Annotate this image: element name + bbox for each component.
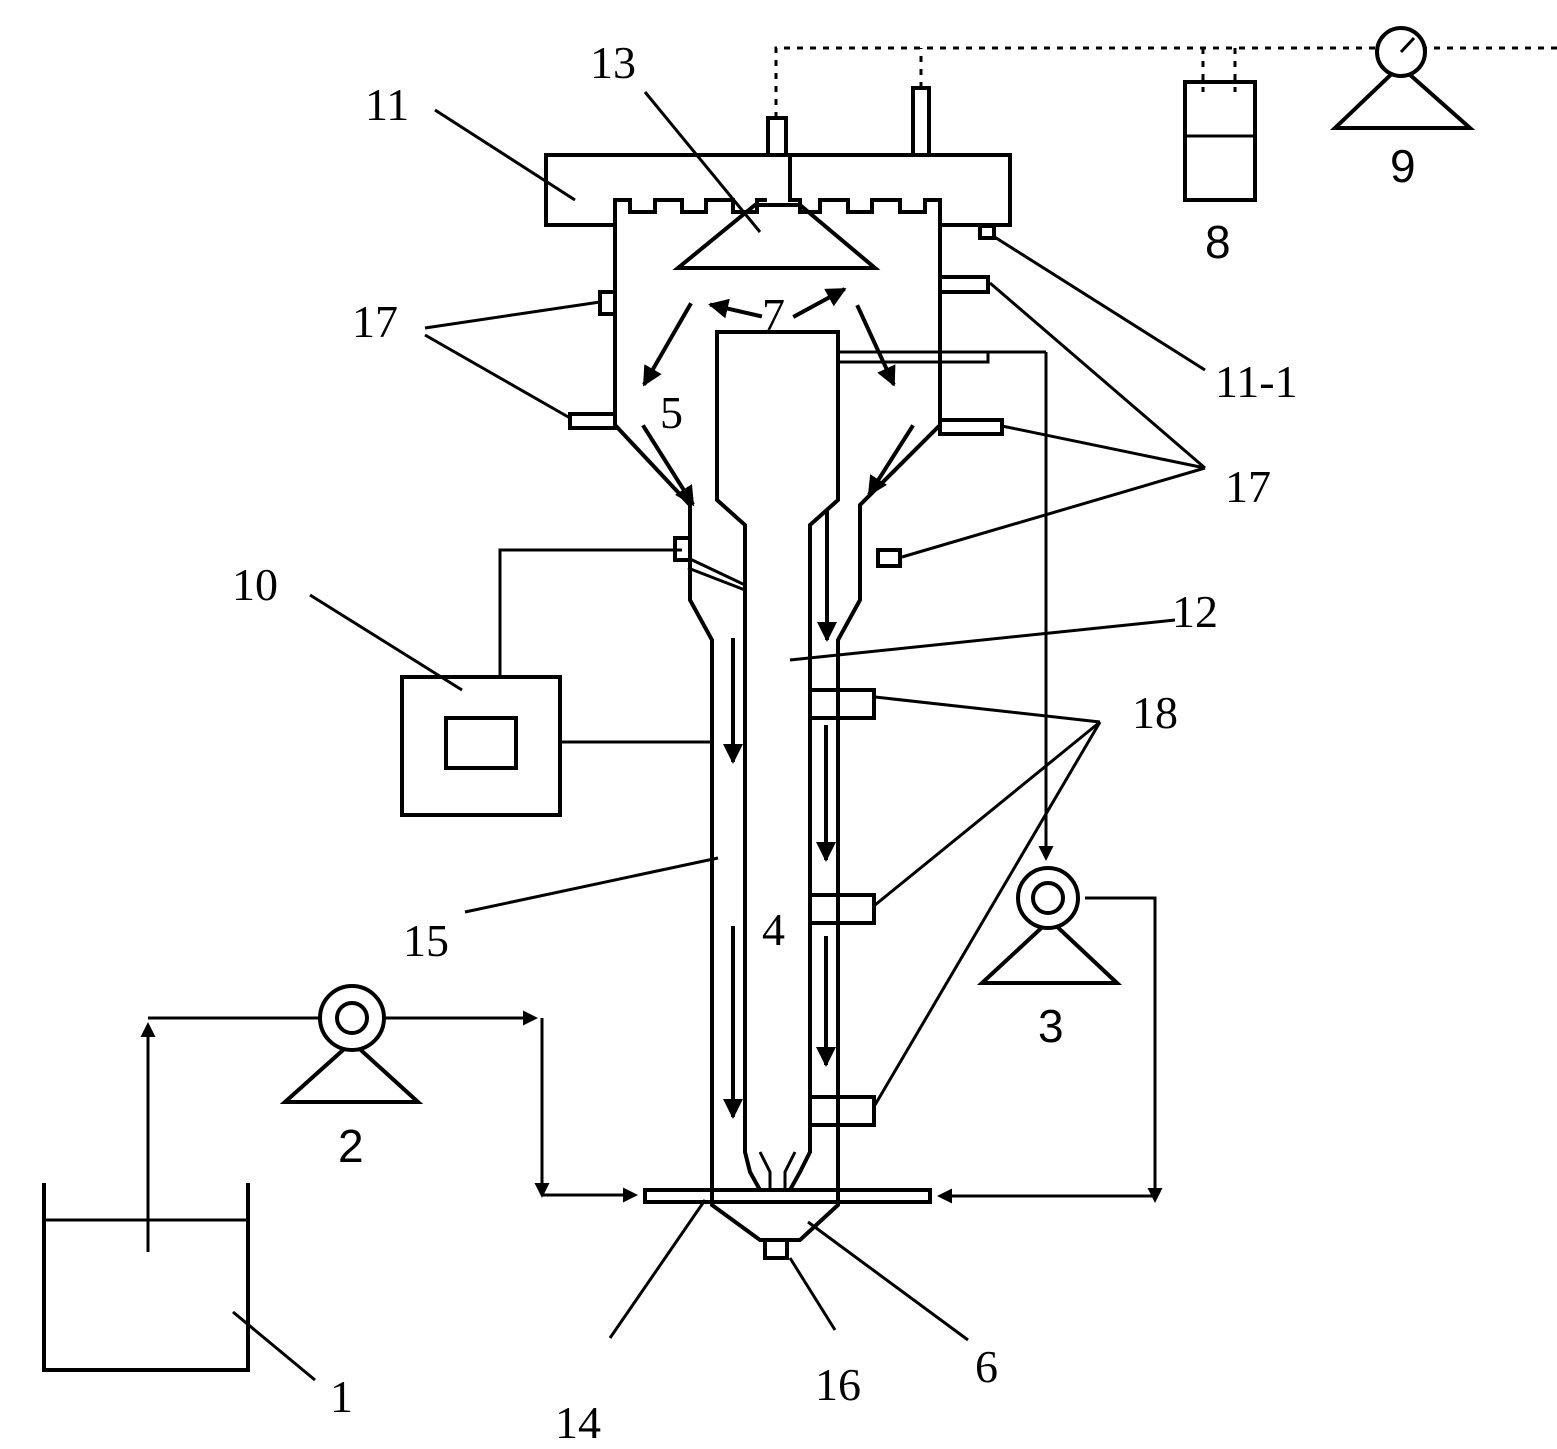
label-5: 5: [660, 387, 683, 438]
center-tube-label: 12: [1172, 586, 1218, 637]
label-18: 18: [873, 687, 1178, 1106]
distributor-plate: [643, 1188, 932, 1204]
flow-marker-label: 7: [762, 289, 785, 340]
gas-line: [774, 46, 1557, 118]
controller-label: 10: [232, 559, 278, 610]
sample-ports-label: 17: [352, 296, 398, 347]
feed-pump-label: 2: [338, 1120, 364, 1172]
sludge-ports: [808, 688, 876, 1127]
gas-meter-label: 8: [1205, 216, 1231, 268]
label-4: 4: [762, 904, 785, 955]
gas-collector-label: 11: [365, 79, 409, 130]
gas-collector: 11 11-1: [365, 79, 1298, 407]
feed-line: [140, 1010, 638, 1252]
deflector-cone: 13: [590, 37, 881, 270]
sample-ports-right-label: 17: [1225, 461, 1271, 512]
label-16: 16: [788, 1257, 861, 1410]
controller: 10: [232, 548, 746, 817]
feed-tank: 1: [42, 1183, 353, 1422]
feed-tank-label: 1: [330, 1371, 353, 1422]
gas-meter: 8: [1183, 80, 1257, 268]
sample-ports: [568, 275, 1004, 568]
recycle-pump: 3: [976, 866, 1123, 1052]
collector-port-label: 11-1: [1215, 356, 1298, 407]
label-12: 12: [789, 586, 1218, 662]
bottom-zone-label: 6: [975, 1341, 998, 1392]
center-tube: [715, 330, 840, 1192]
label-14: 14: [555, 1199, 707, 1448]
label-7: 7: [762, 289, 785, 340]
distributor-label: 14: [555, 1397, 601, 1448]
feed-pump: 2: [279, 984, 424, 1172]
deflector-label: 13: [590, 37, 636, 88]
label-17-right: 17: [901, 281, 1271, 559]
label-17-left: 17: [352, 296, 601, 420]
recycle-pump-label: 3: [1038, 1000, 1064, 1052]
label-6: 6: [807, 1220, 998, 1392]
flow-arrows: [641, 287, 915, 1119]
gas-pump: 9: [1330, 26, 1476, 192]
sludge-ports-label: 18: [1132, 687, 1178, 738]
reaction-zone-label: 4: [762, 904, 785, 955]
jacket-label: 15: [403, 915, 449, 966]
settling-zone-label: 5: [660, 387, 683, 438]
label-15: 15: [403, 856, 719, 966]
drain-label: 16: [815, 1359, 861, 1410]
gas-pump-label: 9: [1390, 140, 1416, 192]
